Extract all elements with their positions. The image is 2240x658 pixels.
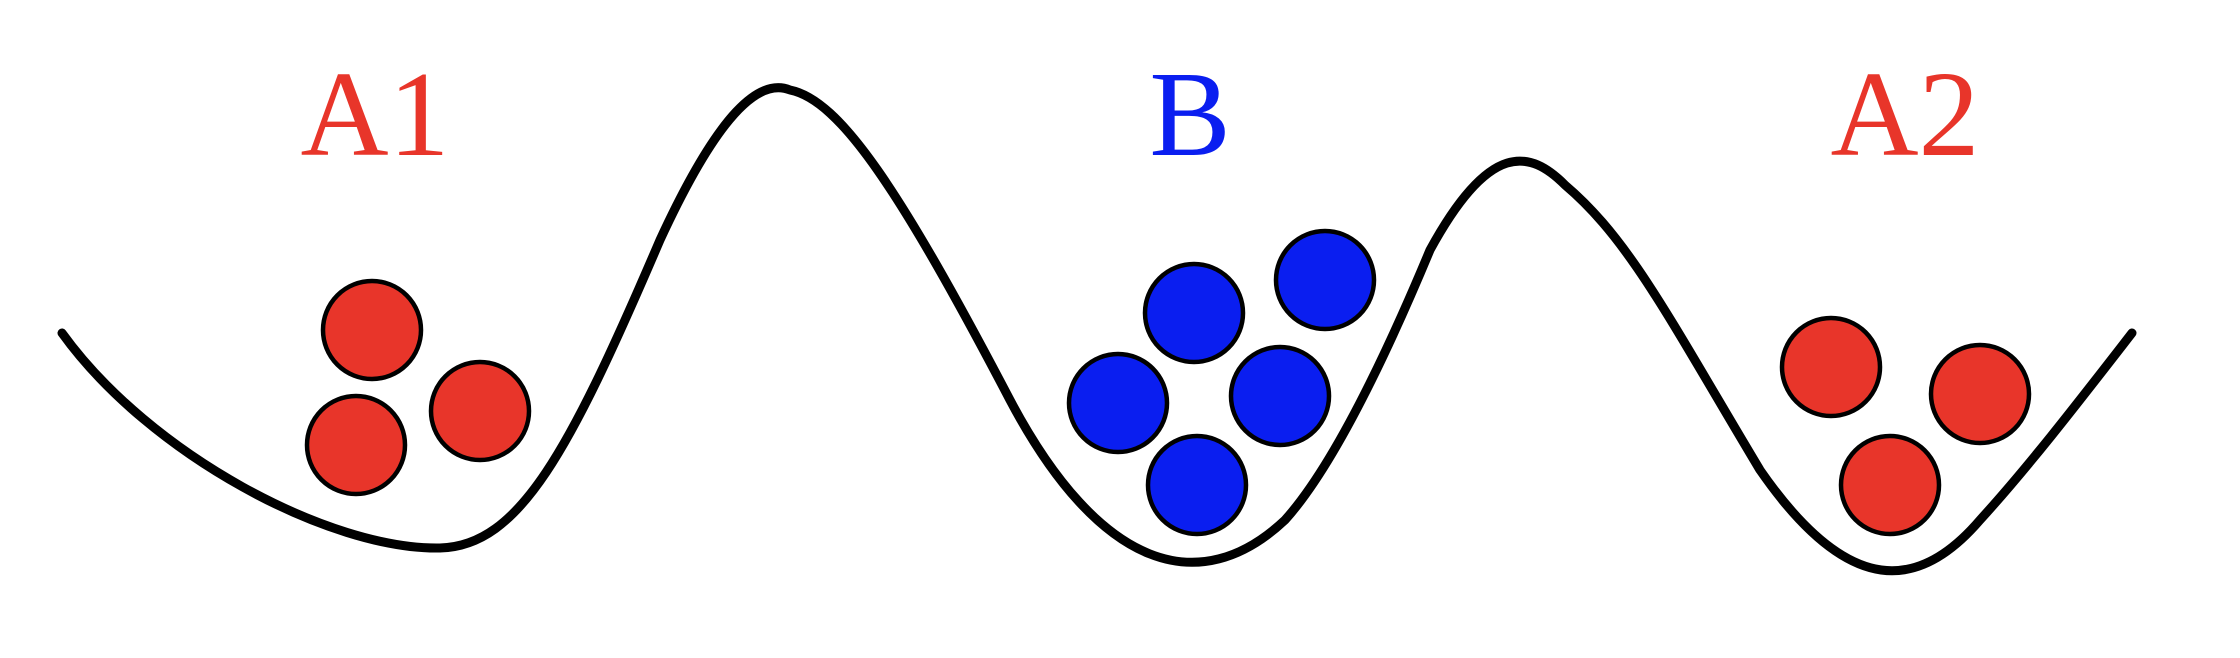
ball-a1-2 bbox=[428, 359, 532, 463]
well-label-a1: A1 bbox=[300, 47, 449, 182]
ball-a1-3 bbox=[304, 393, 408, 497]
well-a2: A2 bbox=[1779, 47, 2032, 537]
ball-a2-1 bbox=[1779, 315, 1883, 419]
ball-a2-2 bbox=[1928, 342, 2032, 446]
ball-a1-1 bbox=[320, 278, 424, 382]
ball-b-1 bbox=[1273, 228, 1377, 332]
well-label-b: B bbox=[1149, 47, 1230, 182]
ball-b-4 bbox=[1228, 344, 1332, 448]
well-label-a2: A2 bbox=[1830, 47, 1979, 182]
ball-a2-3 bbox=[1838, 433, 1942, 537]
energy-landscape-curve bbox=[57, 83, 2137, 576]
ball-b-5 bbox=[1145, 433, 1249, 537]
ball-b-3 bbox=[1066, 351, 1170, 455]
ball-b-2 bbox=[1142, 261, 1246, 365]
well-b: B bbox=[1066, 47, 1377, 537]
well-a1: A1 bbox=[300, 47, 532, 497]
